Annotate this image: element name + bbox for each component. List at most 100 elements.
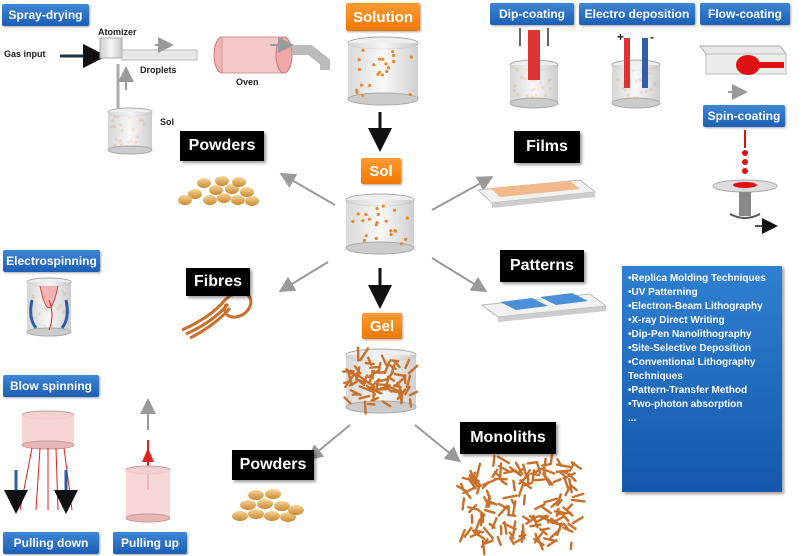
- network-strand: [556, 498, 563, 507]
- network-strand: [408, 398, 413, 408]
- network-strand: [551, 514, 566, 524]
- network-strand: [474, 518, 482, 533]
- particle: [368, 83, 372, 88]
- technique-item: ...: [628, 413, 637, 424]
- network-strand: [491, 468, 499, 478]
- network-strand: [552, 478, 562, 484]
- network-strand: [508, 536, 516, 546]
- network-strand: [550, 500, 559, 508]
- network-strand: [359, 347, 370, 362]
- network-strand: [393, 372, 406, 378]
- plus-sign: +: [617, 30, 625, 44]
- network-strand: [375, 385, 391, 391]
- network-strand: [408, 390, 419, 397]
- particle: [405, 216, 409, 220]
- network-strand: [535, 461, 542, 474]
- technique-item: •Electron-Beam Lithography: [628, 301, 763, 312]
- electrospinning-apparatus: [26, 277, 72, 337]
- pattern-techniques-box: •Replica Molding Techniques •UV Patterni…: [622, 266, 782, 492]
- particle: [393, 229, 397, 233]
- network-strand: [356, 366, 361, 379]
- technique-item: •UV Patterning: [628, 287, 698, 298]
- network-strand: [482, 526, 495, 540]
- particle: [392, 208, 397, 212]
- network-strand: [539, 504, 553, 515]
- technique-item: •Site-Selective Deposition: [628, 343, 751, 354]
- network-strand: [562, 470, 572, 477]
- network-strand: [475, 462, 482, 479]
- network-strand: [492, 454, 496, 468]
- blow-spinning-label: Blow spinning: [3, 375, 99, 397]
- network-strand: [390, 363, 396, 375]
- network-strand: [396, 381, 403, 395]
- particle: [359, 83, 364, 87]
- technique-item: •Replica Molding Techniques: [628, 273, 766, 284]
- network-strand: [532, 537, 545, 547]
- network-strand: [485, 495, 491, 509]
- network-strand: [342, 380, 352, 385]
- pulling-up-apparatus: [125, 398, 171, 523]
- patterns-label: Patterns: [500, 250, 584, 282]
- network-strand: [462, 488, 472, 500]
- network-strand: [369, 365, 380, 369]
- spin-coating-label: Spin-coating: [703, 105, 785, 127]
- network-strand: [405, 374, 412, 389]
- network-strand: [383, 360, 391, 375]
- network-strand: [497, 504, 509, 517]
- particle: [408, 92, 412, 97]
- particle: [355, 90, 359, 95]
- network-strand: [381, 400, 392, 408]
- particle: [360, 93, 365, 97]
- particle: [364, 212, 368, 217]
- network-strand: [380, 354, 389, 368]
- network-strand: [367, 402, 376, 406]
- particle: [380, 73, 385, 77]
- technique-item: •X-ray Direct Writing: [628, 315, 725, 326]
- network-strand: [543, 497, 559, 504]
- network-strand: [404, 358, 411, 370]
- pulling-down-label: Pulling down: [3, 532, 99, 554]
- spin-coating-apparatus: [712, 130, 778, 234]
- network-strand: [469, 469, 475, 479]
- network-strand: [468, 504, 478, 514]
- network-strand: [363, 400, 367, 415]
- sol-label: Sol: [361, 158, 401, 184]
- particle: [361, 48, 365, 53]
- network-strand: [357, 379, 366, 387]
- particle: [351, 219, 355, 224]
- particle: [404, 237, 408, 242]
- particle: [392, 59, 396, 64]
- network-strand: [484, 539, 494, 545]
- particle: [399, 242, 404, 246]
- network-strand: [562, 506, 574, 517]
- network-strand: [533, 478, 546, 482]
- network-strand: [343, 396, 352, 405]
- fibre-coil: [181, 291, 253, 340]
- particle: [384, 219, 388, 223]
- network-strand: [569, 541, 573, 551]
- particle: [381, 204, 385, 208]
- network-strand: [522, 463, 528, 479]
- sol-beaker: [345, 193, 415, 255]
- network-strand: [461, 497, 466, 511]
- network-strand: [542, 468, 547, 478]
- network-strand: [481, 539, 486, 556]
- network-strand: [549, 521, 564, 527]
- arrow-to-powders-bottom: [306, 424, 351, 461]
- network-strand: [514, 461, 524, 475]
- particle: [409, 55, 413, 59]
- powders-bottom-pile: [232, 489, 304, 522]
- arrow-to-fibres: [278, 261, 329, 293]
- network-strand: [496, 535, 502, 547]
- network-strand: [529, 523, 542, 528]
- technique-item: •Two-photon absorption: [628, 399, 743, 410]
- monoliths-label: Monoliths: [460, 422, 556, 454]
- network-strand: [393, 377, 405, 388]
- particle: [375, 220, 379, 225]
- network-strand: [358, 394, 371, 400]
- particle: [376, 72, 380, 77]
- network-strand: [499, 462, 503, 478]
- particle: [375, 207, 379, 211]
- network-strand: [534, 503, 546, 511]
